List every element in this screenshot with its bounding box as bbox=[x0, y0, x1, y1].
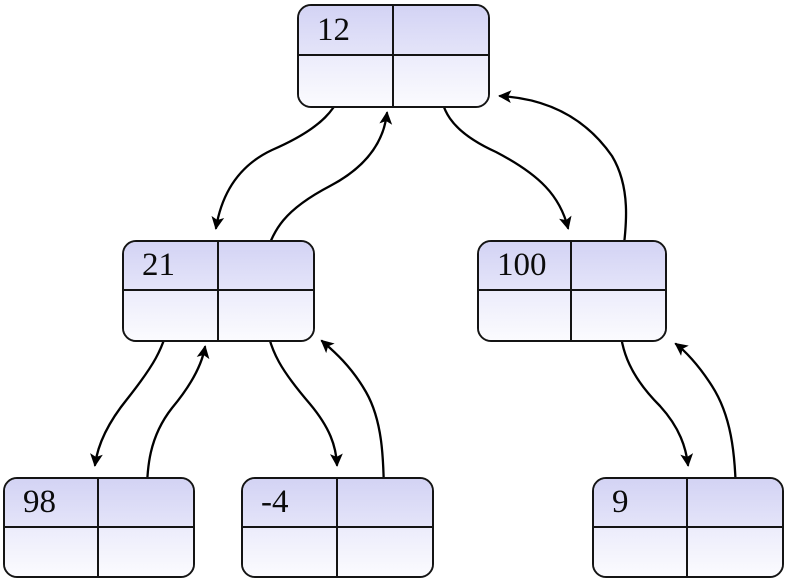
node--4-key-cell: -4 bbox=[243, 479, 338, 526]
tree-node-98[interactable]: 98 bbox=[3, 477, 195, 578]
tree-node-12[interactable]: 12 bbox=[297, 4, 490, 108]
node-12-right-child-cell bbox=[394, 56, 489, 106]
node--4-left-child-cell bbox=[243, 527, 338, 576]
node-98-key-row: 98 bbox=[5, 479, 193, 528]
node-12-key-cell: 12 bbox=[299, 6, 394, 54]
node-100-key-cell: 100 bbox=[479, 242, 572, 289]
node-98-key-cell: 98 bbox=[5, 479, 99, 526]
node-12-left-child-cell bbox=[299, 56, 394, 106]
node-9-right-child-cell bbox=[688, 528, 782, 577]
node-21-key-cell: 21 bbox=[124, 242, 219, 289]
tree-node-21[interactable]: 21 bbox=[122, 240, 315, 342]
node-100-key-row: 100 bbox=[479, 242, 665, 291]
node-98-parent-cell bbox=[99, 479, 193, 526]
node-9-parent-cell bbox=[688, 479, 782, 526]
node-12-key-row: 12 bbox=[299, 6, 488, 56]
node-98-pointer-row bbox=[5, 527, 193, 577]
node--4-right-child-cell bbox=[338, 528, 433, 577]
node-9-pointer-row bbox=[594, 527, 782, 577]
node-21-left-child-cell bbox=[124, 291, 219, 340]
node-21-parent-cell bbox=[219, 242, 314, 289]
node-9-key-cell: 9 bbox=[594, 479, 688, 526]
tree-node-100[interactable]: 100 bbox=[477, 240, 667, 342]
node--4-key-row: -4 bbox=[243, 479, 432, 528]
node-21-pointer-row bbox=[124, 291, 313, 340]
node-100-parent-cell bbox=[572, 242, 665, 289]
tree-node-9[interactable]: 9 bbox=[592, 477, 784, 578]
node-100-pointer-row bbox=[479, 291, 665, 340]
tree-node--4[interactable]: -4 bbox=[241, 477, 434, 578]
node-100-left-child-cell bbox=[479, 291, 572, 340]
node-98-right-child-cell bbox=[99, 528, 193, 577]
node-98-left-child-cell bbox=[5, 527, 99, 576]
node--4-pointer-row bbox=[243, 527, 433, 577]
node-9-key: 9 bbox=[612, 483, 629, 520]
node-100-right-child-cell bbox=[572, 291, 665, 340]
node-12-key: 12 bbox=[317, 11, 350, 48]
node-100-key: 100 bbox=[497, 247, 547, 283]
node-21-right-child-cell bbox=[219, 291, 314, 340]
node-12-pointer-row bbox=[299, 56, 488, 106]
node--4-key: -4 bbox=[261, 483, 289, 520]
node--4-parent-cell bbox=[338, 479, 433, 526]
node-9-left-child-cell bbox=[594, 527, 688, 576]
node-98-key: 98 bbox=[23, 483, 56, 520]
node-9-key-row: 9 bbox=[594, 479, 782, 528]
node-21-key-row: 21 bbox=[124, 242, 313, 291]
node-21-key: 21 bbox=[142, 247, 175, 283]
node-12-parent-cell bbox=[394, 6, 489, 54]
